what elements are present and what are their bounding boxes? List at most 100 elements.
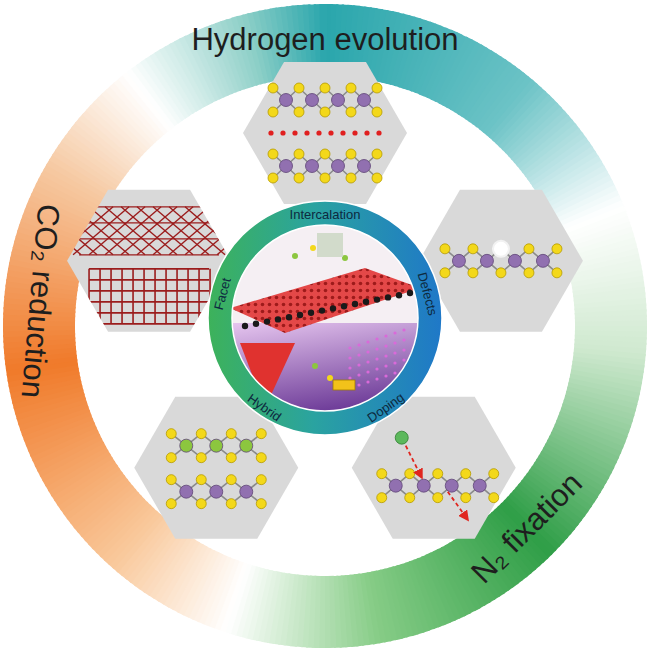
atomic-layer xyxy=(377,469,499,503)
support-dot xyxy=(341,303,347,309)
chalcogen-atom xyxy=(372,173,382,183)
lattice-line xyxy=(153,207,209,255)
metal-atom xyxy=(473,479,486,492)
grid-line xyxy=(88,269,90,324)
battery-icon xyxy=(333,380,355,390)
strategy-label: Facet xyxy=(211,276,233,311)
dopant-dot xyxy=(357,353,360,356)
chalcogen-atom xyxy=(552,244,562,254)
dopant-dot xyxy=(393,341,396,344)
lattice-line xyxy=(79,254,219,255)
metal-atom xyxy=(180,439,193,452)
chalcogen-atom xyxy=(196,499,206,509)
lattice-line xyxy=(169,207,225,255)
metal-atom xyxy=(240,485,253,498)
dopant-dot xyxy=(357,373,360,376)
chalcogen-atom xyxy=(294,149,304,159)
dopant-dot xyxy=(348,376,351,379)
doping-illustration xyxy=(377,431,499,520)
chalcogen-atom xyxy=(166,429,176,439)
chalcogen-atom xyxy=(468,244,478,254)
molecule-dot xyxy=(312,363,318,369)
lattice-line xyxy=(73,207,129,255)
support-dot xyxy=(396,292,402,298)
intercalant-dot xyxy=(376,130,381,135)
molecule-dot xyxy=(292,253,298,259)
metal-atom xyxy=(240,439,253,452)
dopant-dot xyxy=(375,347,378,350)
chalcogen-atom xyxy=(196,475,206,485)
support-dot xyxy=(264,318,270,324)
chalcogen-atom xyxy=(489,469,499,479)
dopant-dot xyxy=(384,364,387,367)
strategy-label: Doping xyxy=(365,390,407,425)
chalcogen-atom xyxy=(461,493,471,503)
chalcogen-atom xyxy=(377,493,387,503)
gas-bubble xyxy=(317,233,343,257)
chalcogen-atom xyxy=(468,268,478,278)
chalcogen-atom xyxy=(405,493,415,503)
chalcogen-atom xyxy=(372,149,382,159)
chalcogen-atom xyxy=(226,499,236,509)
atomic-layer xyxy=(268,83,382,117)
intercalant-dot xyxy=(328,130,333,135)
dopant-dot xyxy=(393,351,396,354)
chalcogen-atom xyxy=(226,429,236,439)
metal-atom xyxy=(445,479,458,492)
intercalation-illustration xyxy=(268,83,382,183)
grid-line xyxy=(121,269,123,324)
hybrid-illustration xyxy=(166,429,266,509)
chalcogen-atom xyxy=(440,268,450,278)
chalcogen-atom xyxy=(256,475,266,485)
chalcogen-atom xyxy=(268,149,278,159)
dopant-dot xyxy=(366,380,369,383)
catalyst-sheet xyxy=(230,268,420,333)
metal-atom xyxy=(389,479,402,492)
dopant-dot xyxy=(393,371,396,374)
dopant-dot xyxy=(393,331,396,334)
chalcogen-atom xyxy=(166,453,176,463)
grid-line xyxy=(89,312,209,314)
intercalant-dot xyxy=(352,130,357,135)
support-dot xyxy=(319,307,325,313)
chalcogen-atom xyxy=(433,469,443,479)
doping-arrow xyxy=(406,446,422,478)
chalcogen-atom xyxy=(166,499,176,509)
chalcogen-atom xyxy=(256,499,266,509)
lattice-line xyxy=(79,206,219,207)
support-dot xyxy=(407,290,413,296)
grid-line xyxy=(165,269,167,324)
metal-atom xyxy=(536,254,549,267)
metal-atom xyxy=(210,439,223,452)
lattice-line xyxy=(121,207,177,255)
grid-line xyxy=(132,269,134,324)
dopant-dot xyxy=(375,357,378,360)
chalcogen-atom xyxy=(294,173,304,183)
hexagon-panel xyxy=(243,62,407,204)
atomic-layer xyxy=(440,241,562,278)
atomic-layer xyxy=(268,149,382,183)
intercalant-dot xyxy=(316,130,321,135)
dopant-dot xyxy=(366,350,369,353)
dopant-dot xyxy=(375,337,378,340)
dopant-dot xyxy=(357,363,360,366)
chalcogen-atom xyxy=(489,493,499,503)
metal-atom xyxy=(180,485,193,498)
intercalant-dot xyxy=(304,130,309,135)
dopant-dot xyxy=(402,328,405,331)
support-dot xyxy=(330,305,336,311)
chalcogen-atom xyxy=(196,453,206,463)
application-label: Hydrogen evolution xyxy=(191,23,458,57)
support-dot xyxy=(374,296,380,302)
dopant-dot xyxy=(348,356,351,359)
support-dot xyxy=(242,323,248,329)
dopant-dot xyxy=(348,366,351,369)
chalcogen-atom xyxy=(196,429,206,439)
grid-line xyxy=(143,269,145,324)
grid-line xyxy=(154,269,156,324)
defect-illustration xyxy=(440,241,562,278)
chalcogen-atom xyxy=(256,453,266,463)
metal-atom xyxy=(358,94,371,107)
intercalant-dot xyxy=(364,130,369,135)
